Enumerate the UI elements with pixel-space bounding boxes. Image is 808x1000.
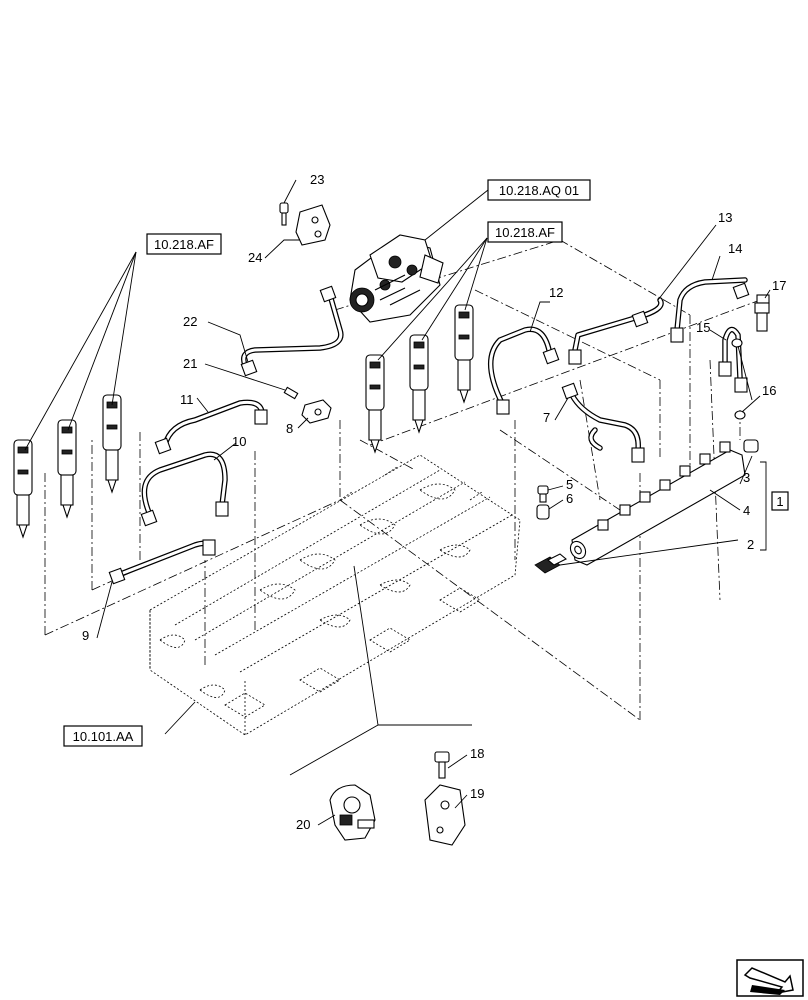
previous-page-arrow-icon[interactable] — [736, 959, 804, 997]
callout-7: 7 — [543, 410, 550, 425]
injector — [454, 304, 474, 404]
callout-15: 15 — [696, 320, 710, 335]
callout-6: 6 — [566, 491, 573, 506]
callout-5: 5 — [566, 477, 573, 492]
group-label: 1 — [776, 494, 783, 509]
injector — [102, 394, 122, 494]
callout-20: 20 — [296, 817, 310, 832]
ref-injector-left[interactable]: 10.218.AF — [146, 233, 222, 255]
callout-23: 23 — [310, 172, 324, 187]
injector — [13, 439, 33, 539]
callout-13: 13 — [718, 210, 732, 225]
fuel-pipes — [108, 277, 750, 585]
ref-injector-center[interactable]: 10.218.AF — [487, 221, 563, 243]
callout-numbers: 2 3 4 5 6 7 8 9 10 11 12 13 14 15 16 17 … — [82, 172, 786, 832]
callout-18: 18 — [470, 746, 484, 761]
injector — [409, 334, 429, 434]
ref-injector-left-label: 10.218.AF — [154, 237, 214, 252]
callout-12: 12 — [549, 285, 563, 300]
ref-engine-block-label: 10.101.AA — [73, 729, 134, 744]
injector-group-left — [13, 394, 122, 539]
callout-24: 24 — [248, 250, 262, 265]
callout-11: 11 — [180, 392, 194, 407]
high-pressure-pump — [349, 234, 444, 323]
injector — [365, 354, 385, 454]
callout-8: 8 — [286, 421, 293, 436]
ref-engine-block[interactable]: 10.101.AA — [63, 725, 143, 747]
ref-pump-label: 10.218.AQ 01 — [499, 183, 579, 198]
ref-injector-center-label: 10.218.AF — [495, 225, 555, 240]
callout-16: 16 — [762, 383, 776, 398]
callout-2: 2 — [747, 537, 754, 552]
ref-pump[interactable]: 10.218.AQ 01 — [487, 179, 591, 201]
callout-19: 19 — [470, 786, 484, 801]
small-hardware — [279, 202, 770, 846]
callout-10: 10 — [232, 434, 246, 449]
leader-lines — [24, 179, 771, 826]
callout-14: 14 — [728, 241, 742, 256]
callout-9: 9 — [82, 628, 89, 643]
injector — [57, 419, 77, 519]
cylinder-head — [149, 454, 521, 736]
group-box: 1 — [771, 491, 789, 511]
callout-22: 22 — [183, 314, 197, 329]
injector-group-center — [365, 304, 474, 454]
callout-17: 17 — [772, 278, 786, 293]
callout-21: 21 — [183, 356, 197, 371]
callout-4: 4 — [743, 503, 750, 518]
common-rail — [534, 439, 759, 574]
callout-3: 3 — [743, 470, 750, 485]
